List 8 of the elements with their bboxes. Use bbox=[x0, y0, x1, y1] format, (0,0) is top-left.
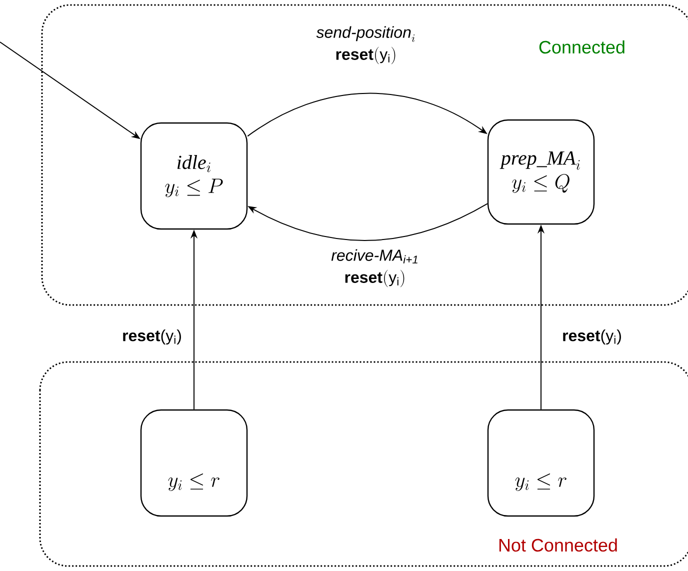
state-box: $\textit{prep\_MA}_i$ $y_i \leq Q$ bbox=[487, 119, 595, 225]
state-box: $y_i \leq r$ bbox=[487, 409, 595, 517]
edge-label: reset(y$_{i}$) bbox=[561, 328, 623, 346]
edge-label: $\begin{gathered}\textit{send-position}_i\\ \textsf{\textbf{reset}}(\mathsf{y}_\mathsf{i})\end{gathered}$ bbox=[315, 24, 417, 66]
state-box: $y_i \leq r$ bbox=[140, 409, 248, 517]
state-box: $\textit{idle}_i$ $y_i \leq P$ bbox=[140, 122, 248, 230]
edge-label: $\begin{gathered}\textit{recive-MA}_{\textit{i+1}}\\ \textsf{\textbf{reset}}(\mathsf{y}_\mathsf{i})\end{gathered}$ bbox=[330, 246, 420, 290]
edge-label: reset(y$_{i}$) bbox=[121, 328, 183, 346]
